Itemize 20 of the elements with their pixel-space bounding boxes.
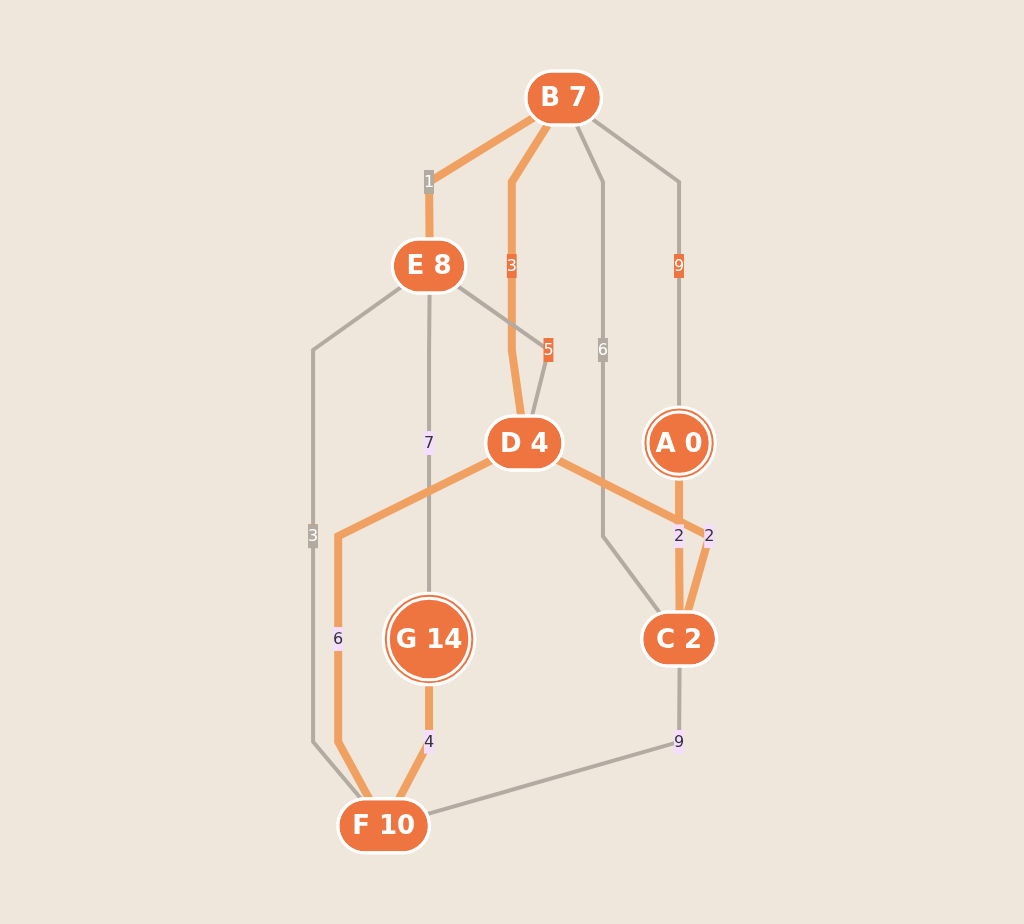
edge-label: 9 bbox=[673, 731, 684, 751]
edge-label: 9 bbox=[673, 256, 684, 276]
connector bbox=[424, 113, 536, 240]
connector bbox=[426, 666, 682, 817]
edge-label: 3 bbox=[506, 256, 517, 276]
node-circle: G 14 bbox=[381, 591, 477, 687]
node-circle: A 0 bbox=[641, 405, 717, 481]
edge-label: 1 bbox=[423, 172, 434, 192]
edge-label: 4 bbox=[423, 731, 434, 751]
edge-label: 7 bbox=[423, 433, 434, 453]
connector bbox=[507, 122, 551, 418]
connector bbox=[426, 293, 432, 594]
edge-label: 2 bbox=[703, 526, 715, 546]
connector bbox=[591, 117, 681, 408]
connector bbox=[674, 479, 684, 613]
edge-label: 6 bbox=[332, 629, 344, 649]
edge-label: 2 bbox=[673, 526, 684, 546]
edge-label: 3 bbox=[307, 526, 318, 546]
edge-label: 6 bbox=[597, 340, 608, 360]
edge-label: 5 bbox=[543, 340, 554, 360]
